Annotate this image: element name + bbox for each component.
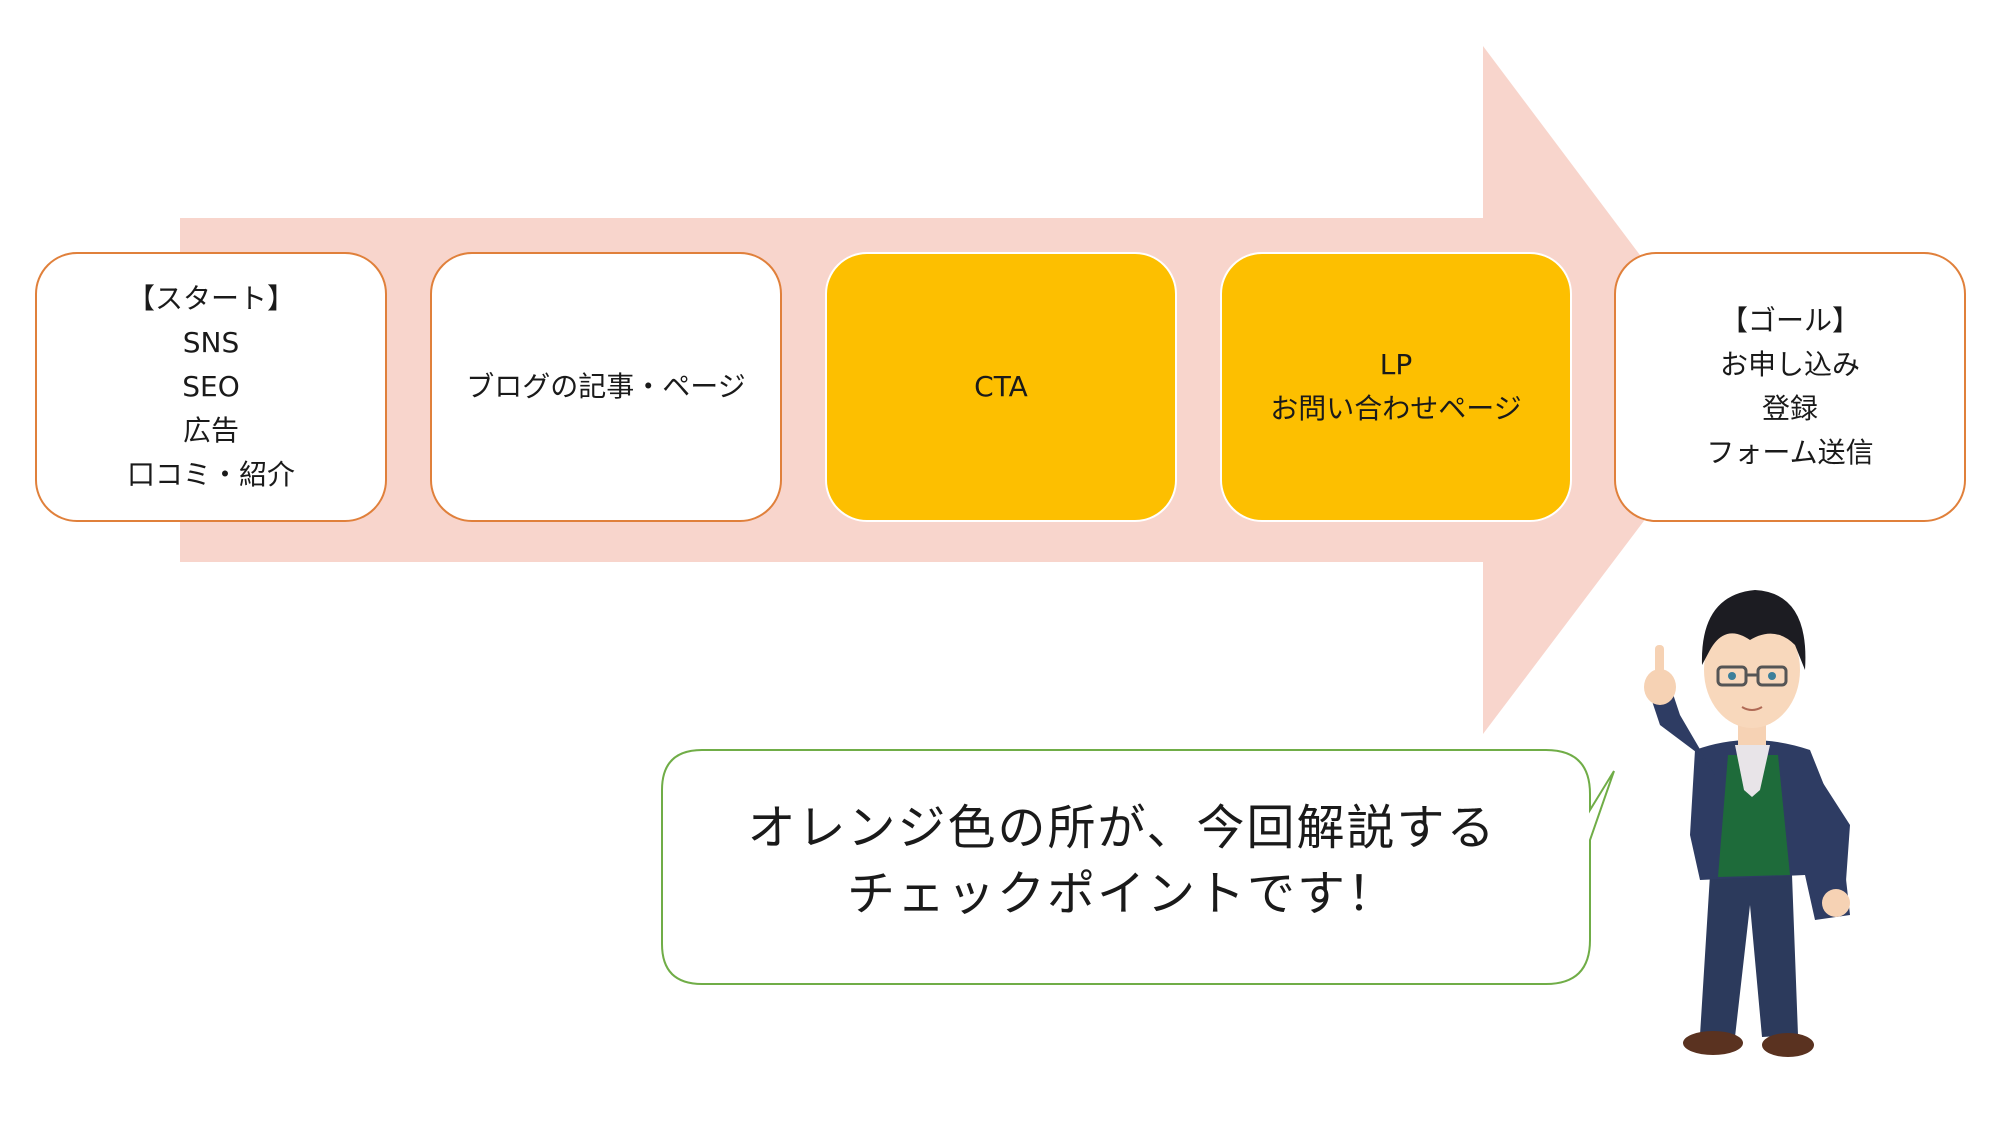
start-line-3: SEO (182, 370, 240, 403)
speech-line-1: オレンジ色の所が、今回解説する (747, 800, 1497, 856)
start-line-1: 【スタート】 (126, 282, 295, 315)
character-arm-raised (1650, 685, 1715, 775)
character-hair (1701, 590, 1806, 670)
speech-bubble-text: オレンジ色の所が、今回解説する チェックポイントです！ (662, 795, 1582, 927)
character-mouth (1741, 706, 1763, 711)
character-legs (1700, 875, 1798, 1037)
cta-line-1: CTA (974, 370, 1028, 403)
character-vest (1718, 755, 1790, 877)
speech-line-2: チェックポイントです！ (846, 866, 1397, 922)
character-arm-down (1800, 755, 1850, 895)
lp-line-2: お問い合わせページ (1270, 392, 1522, 425)
character-eye-right (1768, 672, 1776, 680)
goal-line-3: 登録 (1761, 392, 1818, 425)
start-line-2: SNS (182, 326, 240, 359)
character-shoe-right (1762, 1033, 1814, 1057)
character-shoe-left (1683, 1031, 1743, 1055)
character-finger (1655, 645, 1664, 679)
flow-step-goal: 【ゴール】 お申し込み 登録 フォーム送信 (1614, 252, 1966, 522)
character-head (1704, 612, 1800, 728)
character-hand-raised (1644, 669, 1676, 705)
lp-line-1: LP (1379, 348, 1413, 381)
character-hand-down (1822, 889, 1850, 917)
blog-line-1: ブログの記事・ページ (466, 370, 746, 403)
goal-line-4: フォーム送信 (1706, 436, 1874, 469)
goal-line-1: 【ゴール】 (1719, 304, 1860, 337)
goal-line-2: お申し込み (1719, 348, 1860, 381)
flow-step-start: 【スタート】 SNS SEO 広告 口コミ・紹介 (35, 252, 387, 522)
flow-step-blog: ブログの記事・ページ (430, 252, 782, 522)
flow-step-lp: LP お問い合わせページ (1220, 252, 1572, 522)
character-eye-left (1728, 672, 1736, 680)
flow-step-cta: CTA (825, 252, 1177, 522)
presenter-illustration (1644, 590, 1850, 1057)
start-line-4: 広告 (182, 414, 239, 447)
speech-bubble (661, 749, 1615, 985)
character-shirt (1735, 745, 1770, 797)
start-line-5: 口コミ・紹介 (126, 458, 295, 491)
